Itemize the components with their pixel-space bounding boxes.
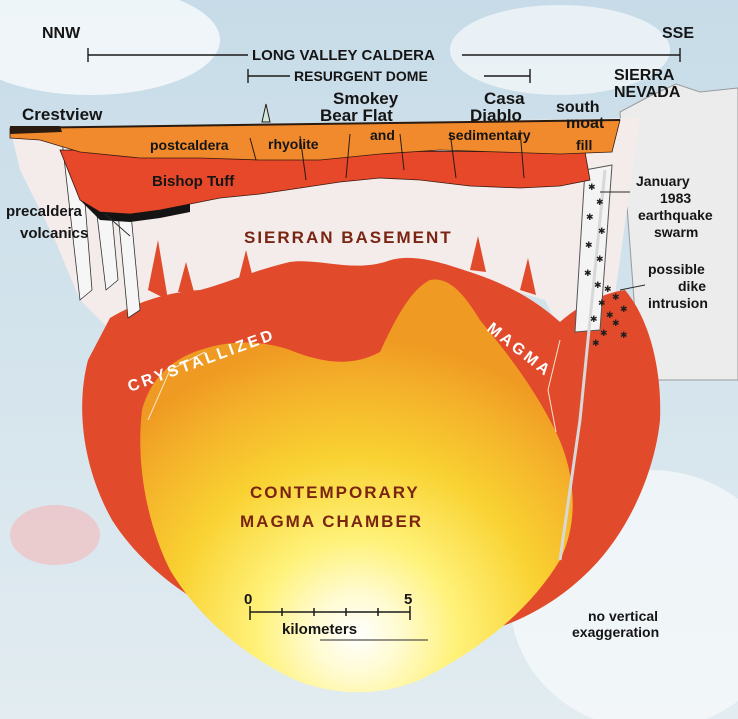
svg-text:✱: ✱ bbox=[592, 339, 600, 349]
exaggeration-label: exaggeration bbox=[572, 624, 659, 640]
scale-unit-label: kilometers bbox=[282, 621, 357, 638]
svg-text:✱: ✱ bbox=[590, 315, 598, 325]
scale-end-label: 5 bbox=[404, 591, 412, 608]
svg-text:✱: ✱ bbox=[620, 331, 628, 341]
earthquake-label: earthquake bbox=[638, 207, 713, 223]
sky-cloud bbox=[0, 0, 220, 95]
south-label: south bbox=[556, 99, 600, 116]
drill-rig-icon bbox=[261, 103, 271, 123]
svg-text:✱: ✱ bbox=[586, 213, 594, 223]
svg-text:✱: ✱ bbox=[598, 299, 606, 309]
bishop-tuff-label: Bishop Tuff bbox=[152, 173, 235, 190]
sky-cloud bbox=[450, 5, 670, 95]
leader-lines bbox=[104, 191, 646, 641]
earthquake-swarm: ✱✱✱ ✱✱✱ ✱✱✱ ✱✱✱ ✱✱✱ ✱✱✱ bbox=[584, 183, 628, 349]
svg-text:✱: ✱ bbox=[598, 227, 606, 237]
year-1983-label: 1983 bbox=[660, 190, 691, 206]
dike-label: dike bbox=[678, 278, 706, 294]
diablo-label: Diablo bbox=[470, 106, 522, 125]
swarm-label: swarm bbox=[654, 224, 698, 240]
svg-text:✱: ✱ bbox=[594, 281, 602, 291]
scale-start-label: 0 bbox=[244, 591, 252, 608]
intrusion-label: intrusion bbox=[648, 295, 708, 311]
sierran-basement-label: SIERRAN BASEMENT bbox=[244, 228, 453, 247]
dike-intrusion bbox=[148, 240, 168, 300]
dike-line bbox=[558, 169, 607, 561]
resurgent-dome-label: RESURGENT DOME bbox=[294, 68, 428, 84]
svg-text:✱: ✱ bbox=[612, 293, 620, 303]
svg-text:✱: ✱ bbox=[600, 329, 608, 339]
moat-label: moat bbox=[566, 115, 605, 132]
svg-text:✱: ✱ bbox=[596, 198, 604, 208]
january-label: January bbox=[636, 173, 690, 189]
magma-crack bbox=[147, 351, 206, 421]
dike-intrusion bbox=[178, 262, 194, 292]
crestview-surface bbox=[10, 126, 62, 134]
volcanics-label: volcanics bbox=[20, 225, 88, 242]
svg-text:✱: ✱ bbox=[588, 183, 596, 193]
dike-intrusion bbox=[238, 250, 254, 282]
nevada-label: NEVADA bbox=[614, 84, 681, 101]
possible-label: possible bbox=[648, 261, 705, 277]
svg-text:✱: ✱ bbox=[612, 319, 620, 329]
svg-text:✱: ✱ bbox=[604, 285, 612, 295]
long-valley-caldera-label: LONG VALLEY CALDERA bbox=[252, 47, 435, 64]
postcaldera-layer bbox=[9, 119, 621, 161]
precaldera-label: precaldera bbox=[6, 203, 83, 220]
svg-text:✱: ✱ bbox=[585, 241, 593, 251]
magma-chamber-label: MAGMA CHAMBER bbox=[240, 512, 423, 531]
caldera-span-bar bbox=[87, 48, 681, 62]
magma-crack bbox=[547, 339, 561, 433]
casa-label: Casa bbox=[484, 89, 525, 108]
svg-text:✱: ✱ bbox=[620, 305, 628, 315]
rhyolite-label: rhyolite bbox=[268, 136, 319, 152]
no-vertical-label: no vertical bbox=[588, 608, 658, 624]
sedimentary-label: sedimentary bbox=[448, 127, 531, 143]
surface-line bbox=[9, 119, 621, 129]
nnw-label: NNW bbox=[42, 25, 81, 42]
contemporary-label: CONTEMPORARY bbox=[250, 483, 420, 502]
bear-flat-label: Bear Flat bbox=[320, 106, 393, 125]
dike-intrusion bbox=[520, 258, 536, 295]
scale-bar bbox=[249, 606, 411, 620]
sse-label: SSE bbox=[662, 25, 694, 42]
magma-chamber bbox=[140, 279, 573, 693]
sierra-label: SIERRA bbox=[614, 67, 675, 84]
and-label: and bbox=[370, 127, 395, 143]
smokey-label: Smokey bbox=[333, 89, 399, 108]
fault-ticks bbox=[249, 129, 525, 181]
pink-haze bbox=[10, 505, 100, 565]
dome-span-bar bbox=[247, 69, 531, 83]
svg-text:✱: ✱ bbox=[584, 269, 592, 279]
fill-label: fill bbox=[576, 137, 592, 153]
crestview-label: Crestview bbox=[22, 105, 103, 124]
dike-intrusion bbox=[470, 236, 486, 272]
svg-text:✱: ✱ bbox=[596, 255, 604, 265]
svg-text:✱: ✱ bbox=[606, 311, 614, 321]
postcaldera-label: postcaldera bbox=[150, 137, 229, 153]
